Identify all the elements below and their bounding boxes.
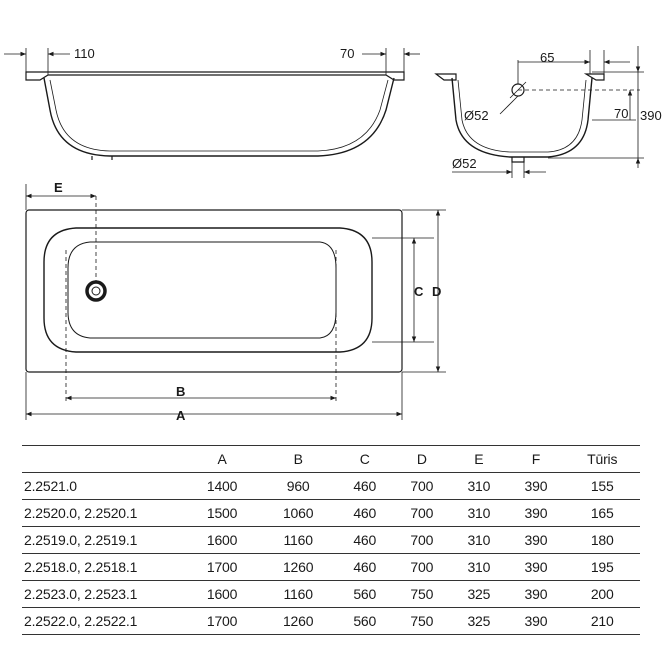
table-cell: 1060	[282, 505, 314, 521]
table-cell: 700	[410, 478, 434, 494]
top-view-rim	[25, 209, 403, 373]
table-cell: 390	[524, 613, 548, 629]
table-cell: 2.2518.0, 2.2518.1	[24, 559, 138, 575]
table-cell: 750	[410, 586, 434, 602]
table-cell: 960	[286, 478, 310, 494]
table-cell: 390	[524, 559, 548, 575]
table-cell: 390	[524, 505, 548, 521]
table-cell: 460	[353, 532, 377, 548]
table-cell: 310	[467, 505, 491, 521]
table-cell: 325	[467, 613, 491, 629]
table-cell: 1700	[206, 613, 238, 629]
table-row: 2.2520.0, 2.2520.1 1500 1060 460 700 310…	[22, 500, 640, 527]
column-header	[22, 446, 184, 473]
dim-rim-left: 110	[74, 46, 95, 61]
table-cell: 700	[410, 532, 434, 548]
table-cell: 560	[353, 613, 377, 629]
table-cell: 1160	[283, 532, 313, 548]
table-cell: 460	[353, 478, 377, 494]
table-cell: 1600	[206, 532, 238, 548]
table-cell: 200	[590, 586, 614, 602]
table-cell: 700	[410, 559, 434, 575]
top-view-basin	[43, 227, 373, 353]
dim-label-b: B	[176, 384, 185, 399]
column-header: Tūris	[587, 451, 618, 467]
column-header: C	[359, 451, 370, 467]
table-cell: 310	[467, 532, 491, 548]
dim-label-c: C	[414, 284, 424, 299]
dim-label-d: D	[432, 284, 441, 299]
table-cell: 210	[590, 613, 614, 629]
table-cell: 560	[353, 586, 377, 602]
column-header: A	[217, 451, 227, 467]
dim-rim-right: 70	[340, 46, 354, 61]
table-cell: 1700	[206, 559, 238, 575]
side-view	[4, 48, 420, 160]
table-cell: 180	[590, 532, 614, 548]
dim-outlet-height: 70	[614, 106, 628, 121]
table-row: 2.2523.0, 2.2523.1 1600 1160 560 750 325…	[22, 581, 640, 608]
side-view-body	[43, 77, 395, 157]
side-view-rim	[25, 71, 405, 81]
table-cell: 390	[524, 586, 548, 602]
table-cell: 1160	[283, 586, 313, 602]
dim-overflow-diameter: Ø52	[464, 108, 489, 123]
table-cell: 2.2522.0, 2.2522.1	[24, 613, 138, 629]
dim-label-a: A	[176, 408, 186, 423]
table-cell: 2.2523.0, 2.2523.1	[24, 586, 138, 602]
table-cell: 1500	[206, 505, 238, 521]
bathtub-technical-drawing: 110 70 65 70 390	[4, 46, 662, 423]
table-cell: 460	[353, 505, 377, 521]
table-cell: 1400	[206, 478, 238, 494]
dim-label-e: E	[54, 180, 63, 195]
table-row: 2.2518.0, 2.2518.1 1700 1260 460 700 310…	[22, 554, 640, 581]
table-cell: 2.2519.0, 2.2519.1	[24, 532, 138, 548]
column-header: D	[416, 451, 427, 467]
table-cell: 1260	[282, 559, 314, 575]
table-header-row: A B C D E F Tūris	[22, 445, 640, 473]
table-cell: 310	[467, 478, 491, 494]
dim-total-height: 390	[640, 108, 662, 123]
table-cell: 390	[524, 532, 548, 548]
table-cell: 1260	[282, 613, 314, 629]
table-cell: 460	[353, 559, 377, 575]
column-header: B	[293, 451, 303, 467]
table-cell: 700	[410, 505, 434, 521]
end-view-rim	[434, 73, 457, 81]
drain-hole	[85, 280, 107, 302]
spec-table: A B C D E F Tūris 2.2521.0 1400 960 460 …	[22, 445, 640, 635]
table-cell: 165	[590, 505, 614, 521]
dim-rim-width: 65	[540, 50, 554, 65]
table-cell: 2.2520.0, 2.2520.1	[24, 505, 138, 521]
table-cell: 1600	[206, 586, 238, 602]
top-view	[25, 184, 446, 420]
table-row: 2.2519.0, 2.2519.1 1600 1160 460 700 310…	[22, 527, 640, 554]
table-cell: 325	[467, 586, 491, 602]
table-cell: 195	[590, 559, 614, 575]
column-header: E	[474, 451, 484, 467]
table-cell: 155	[590, 478, 614, 494]
table-row: 2.2521.0 1400 960 460 700 310 390 155	[22, 473, 640, 500]
dim-drain-diameter: Ø52	[452, 156, 477, 171]
table-cell: 390	[524, 478, 548, 494]
table-row: 2.2522.0, 2.2522.1 1700 1260 560 750 325…	[22, 608, 640, 635]
end-view-body	[451, 77, 593, 158]
end-view	[434, 46, 644, 178]
column-header: F	[531, 451, 541, 467]
table-cell: 2.2521.0	[24, 478, 77, 494]
table-cell: 310	[467, 559, 491, 575]
table-cell: 750	[410, 613, 434, 629]
